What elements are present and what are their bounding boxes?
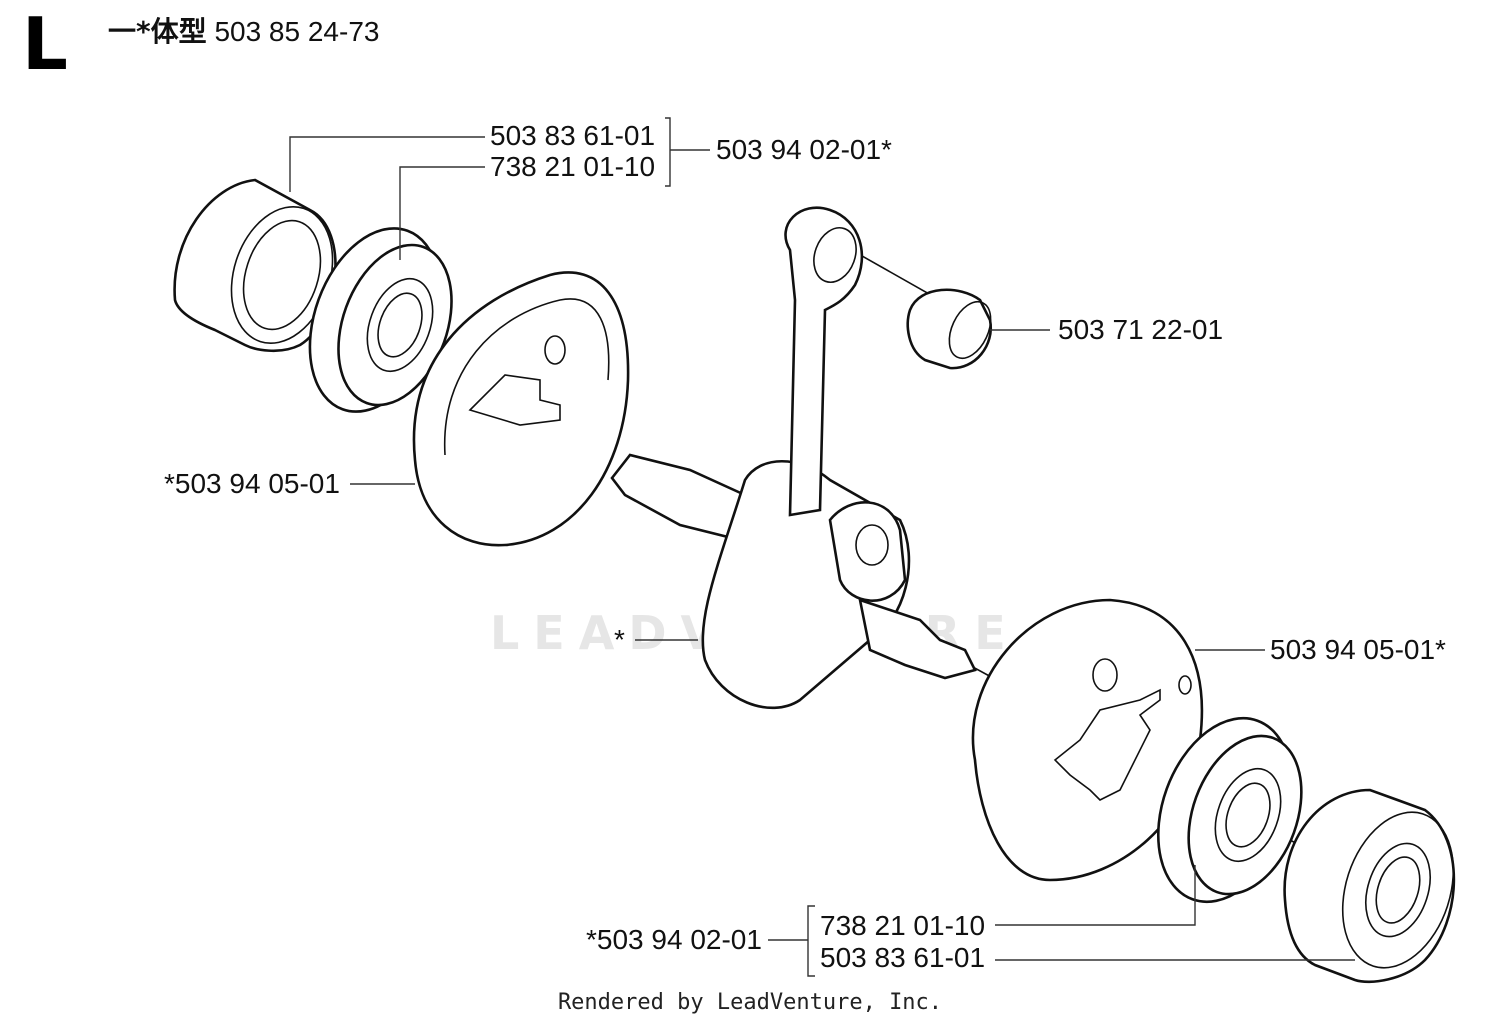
label-oil-seal-bottom: 503 83 61-01	[820, 942, 986, 973]
label-crankshaft: *	[614, 624, 625, 655]
label-kit-top: 503 94 02-01*	[716, 134, 892, 165]
footer-credit: Rendered by LeadVenture, Inc.	[557, 990, 943, 1015]
leader-bearing-top	[399, 166, 485, 260]
ball-bearing-bottom	[1156, 716, 1303, 904]
label-kit-bottom: *503 94 02-01	[586, 924, 762, 955]
oil-seal-top	[173, 178, 337, 353]
label-crankshaft-half-right: 503 94 05-01*	[1270, 634, 1446, 665]
needle-bearing	[906, 288, 993, 370]
label-ball-bearing-bottom: 738 21 01-10	[820, 910, 986, 941]
bracket-bottom	[807, 905, 815, 977]
assembly-title: 一*体型 503 85 24-73	[108, 14, 379, 50]
assembly-prefix: 一*体型	[108, 15, 207, 48]
leader-seal-top	[289, 136, 485, 192]
label-oil-seal-top: 503 83 61-01	[490, 120, 656, 151]
ball-bearing-top	[308, 227, 453, 413]
bracket-top	[665, 117, 671, 187]
crankshaft-half-left	[412, 271, 630, 547]
crankshaft	[610, 206, 977, 710]
label-ball-bearing-top: 738 21 01-10	[490, 151, 656, 182]
leader-bearing-bottom	[995, 865, 1196, 926]
assembly-number: 503 85 24-73	[214, 16, 380, 47]
label-crankshaft-half-left: *503 94 05-01	[164, 468, 340, 499]
section-letter: L	[22, 2, 68, 86]
label-needle-bearing: 503 71 22-01	[1058, 314, 1224, 345]
oil-seal-bottom	[1283, 788, 1456, 984]
